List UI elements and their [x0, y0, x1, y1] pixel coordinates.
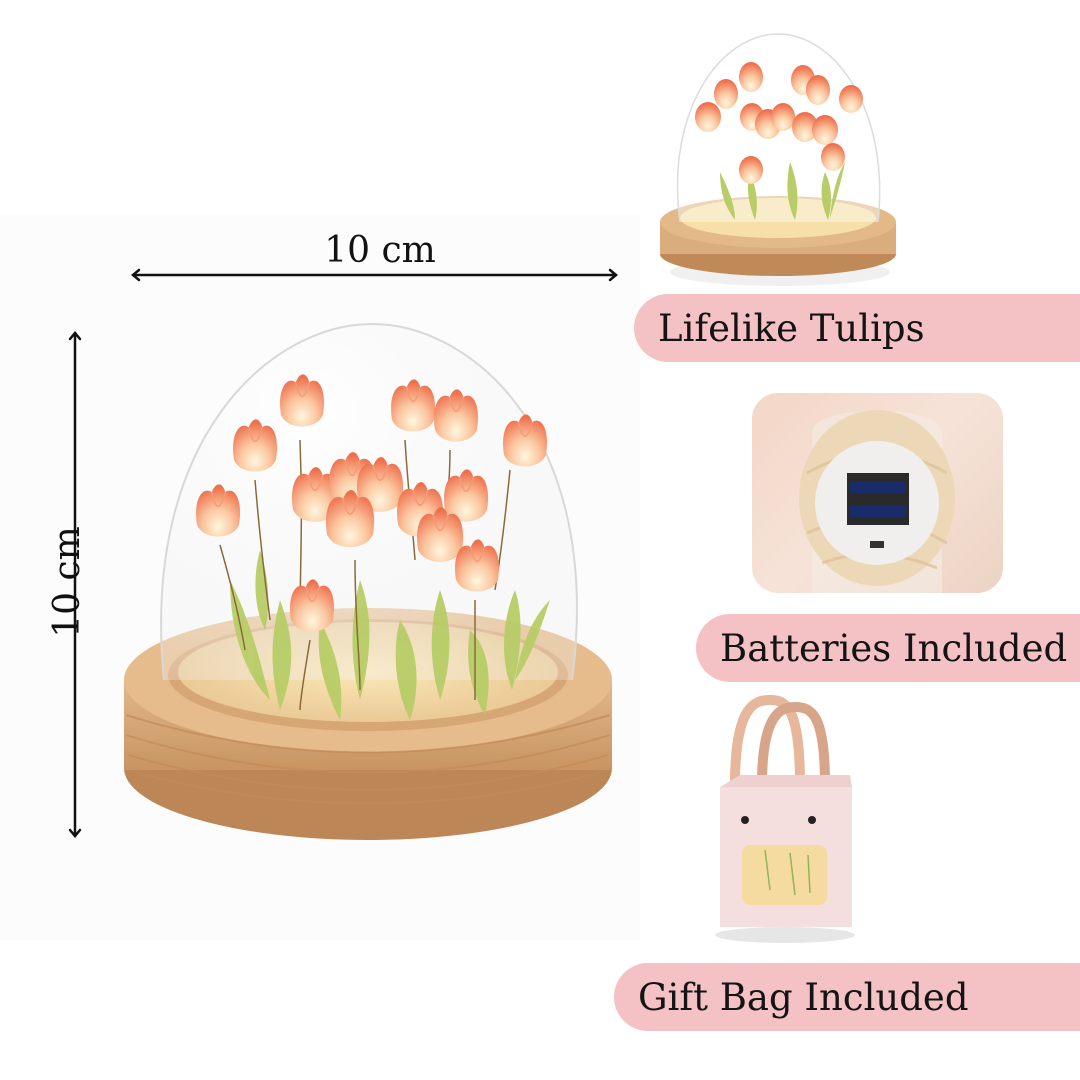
tulip-lamp-main-image: [124, 322, 612, 840]
lifelike-tulips-image: [660, 33, 896, 286]
feature-label: Lifelike Tulips: [658, 306, 925, 350]
feature-label: Batteries Included: [720, 626, 1068, 670]
feature-label: Gift Bag Included: [638, 975, 969, 1019]
gift-bag-image: [715, 695, 855, 943]
feature-pill-batteries-included: Batteries Included: [696, 614, 1080, 682]
height-dimension-label: 10 cm: [47, 526, 88, 638]
batteries-included-image: [752, 393, 1003, 593]
feature-pill-gift-bag-included: Gift Bag Included: [614, 963, 1080, 1031]
width-dimension-label: 10 cm: [324, 230, 436, 271]
feature-pill-lifelike-tulips: Lifelike Tulips: [634, 294, 1080, 362]
